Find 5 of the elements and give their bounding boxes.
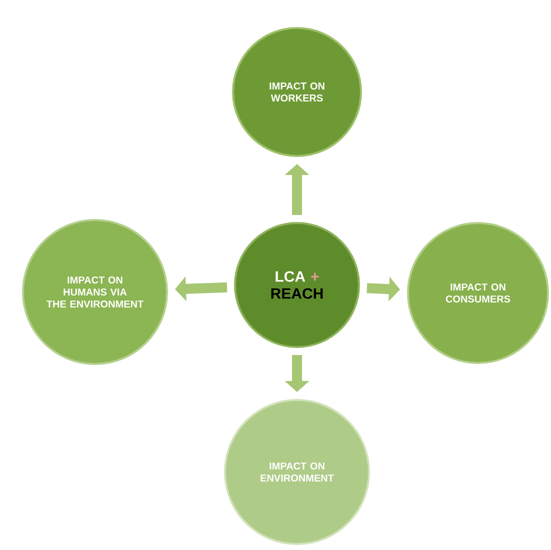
circle-node: IMPACT ON WORKERS (232, 27, 362, 157)
circle-node: IMPACT ON ENVIRONMENT (224, 399, 370, 545)
circle-node: IMPACT ON CONSUMERS (407, 222, 549, 364)
circle-node: LCA + REACH (234, 222, 360, 348)
circle-node: IMPACT ON HUMANS VIA THE ENVIRONMENT (22, 219, 168, 365)
